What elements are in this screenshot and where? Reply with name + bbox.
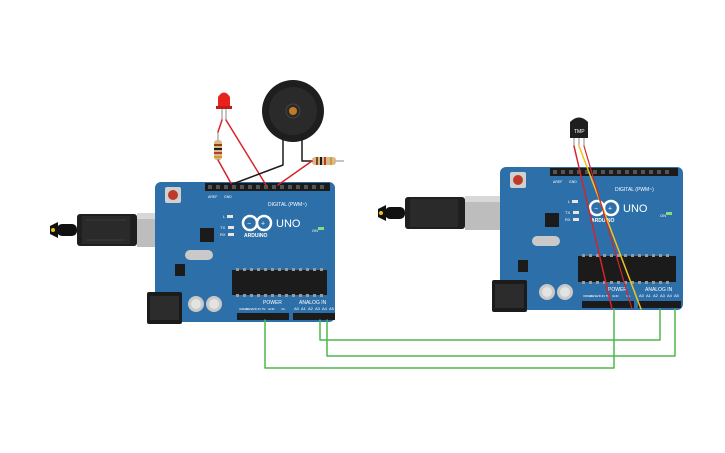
wire-buzzer-pin <box>277 160 313 186</box>
resistor-led[interactable] <box>214 132 222 160</box>
wire-tmp-gnd <box>583 145 633 310</box>
digital-label: DIGITAL (PWM~) <box>615 187 654 193</box>
l-label: L <box>568 199 571 204</box>
analog-header-left <box>293 313 335 320</box>
svg-text:RESET: RESET <box>246 307 256 311</box>
pin-labels-left: IOREF RESET 3.3V 5V GND Vin A0 A1 A2 A3 … <box>239 306 335 311</box>
svg-text:A3: A3 <box>315 306 321 311</box>
atmega-chip-right <box>578 256 676 282</box>
tx-label: TX <box>565 210 570 215</box>
gnd-label: GND <box>569 180 577 184</box>
on-label: ON <box>312 228 318 233</box>
svg-text:A0: A0 <box>639 293 645 298</box>
svg-text:+: + <box>608 206 612 213</box>
uno-label: UNO <box>623 203 648 215</box>
arduino-board-right[interactable]: AREF GND DIGITAL (PWM~) − + UNO ARDUINO … <box>378 167 683 312</box>
svg-text:A1: A1 <box>646 293 652 298</box>
wire-gnd-link <box>264 308 615 369</box>
svg-text:A2: A2 <box>653 293 659 298</box>
wire-buzzer-resistor <box>301 134 313 162</box>
atmega-chip-left <box>232 270 327 295</box>
wires <box>217 119 676 369</box>
svg-text:Vin: Vin <box>281 307 286 311</box>
arduino-brand-label: ARDUINO <box>244 233 267 239</box>
on-led-left <box>318 227 324 230</box>
wire-resistor-gnd <box>217 159 233 186</box>
wire-tmp-5v <box>573 145 613 310</box>
arduino-brand-label: ARDUINO <box>591 218 614 224</box>
svg-text:GND: GND <box>268 307 276 311</box>
on-label: ON <box>660 213 666 218</box>
power-header-right <box>582 301 634 308</box>
temperature-sensor[interactable]: TMP <box>570 117 588 147</box>
svg-text:+: + <box>261 221 265 228</box>
arduino-logo-left: − + <box>241 214 273 232</box>
wire-led-resistor <box>217 119 223 133</box>
analog-header-right <box>638 301 681 308</box>
wire-buzzer-gnd <box>229 134 284 186</box>
svg-text:A2: A2 <box>308 306 314 311</box>
resistor-buzzer[interactable] <box>312 157 344 165</box>
tmp-label: TMP <box>574 129 585 135</box>
crystal-left <box>185 250 213 260</box>
piezo-buzzer[interactable] <box>262 80 324 142</box>
svg-text:A4: A4 <box>667 293 673 298</box>
svg-text:IOREF: IOREF <box>239 307 248 311</box>
usb-chip-right <box>545 213 559 227</box>
svg-text:A1: A1 <box>301 306 307 311</box>
svg-text:A3: A3 <box>660 293 666 298</box>
crystal-right <box>532 236 560 246</box>
svg-text:5V: 5V <box>606 294 610 298</box>
svg-text:RESET: RESET <box>590 294 600 298</box>
analog-label: ANALOG IN <box>299 300 327 306</box>
digital-header-right <box>550 168 678 176</box>
aref-label: AREF <box>208 195 217 199</box>
uno-label: UNO <box>276 218 301 230</box>
svg-text:A4: A4 <box>322 306 328 311</box>
rx-label: RX <box>565 217 571 222</box>
arduino-logo-right: − + <box>588 199 620 217</box>
on-led-right <box>666 212 672 215</box>
tx-label: TX <box>220 225 225 230</box>
wire-led-pin <box>225 119 267 186</box>
svg-text:3.3V: 3.3V <box>599 294 605 298</box>
svg-text:GND: GND <box>612 294 620 298</box>
power-label: POWER <box>263 300 282 306</box>
svg-text:A5: A5 <box>674 293 680 298</box>
analog-label: ANALOG IN <box>645 287 673 293</box>
l-label: L <box>223 214 226 219</box>
svg-text:A0: A0 <box>294 306 300 311</box>
wire-tmp-a0 <box>578 145 642 310</box>
svg-text:IOREF: IOREF <box>583 294 592 298</box>
usb-chip-left <box>200 228 214 242</box>
usb-cable-right <box>378 196 503 230</box>
digital-label: DIGITAL (PWM~) <box>268 202 307 208</box>
wire-a5-link <box>326 308 676 357</box>
wire-a4-link <box>319 308 661 341</box>
svg-text:−: − <box>594 206 598 213</box>
power-header-left <box>237 313 289 320</box>
svg-text:−: − <box>247 221 251 228</box>
svg-text:3.3V: 3.3V <box>255 307 261 311</box>
rx-label: RX <box>220 232 226 237</box>
aref-label: AREF <box>553 180 562 184</box>
power-label: POWER <box>608 287 627 293</box>
svg-text:5V: 5V <box>262 307 266 311</box>
arduino-board-left[interactable]: AREF GND DIGITAL (PWM~) − + UNO ARDUINO … <box>50 182 335 324</box>
gnd-label: GND <box>224 195 232 199</box>
red-led[interactable] <box>216 92 232 121</box>
svg-text:A5: A5 <box>329 306 335 311</box>
